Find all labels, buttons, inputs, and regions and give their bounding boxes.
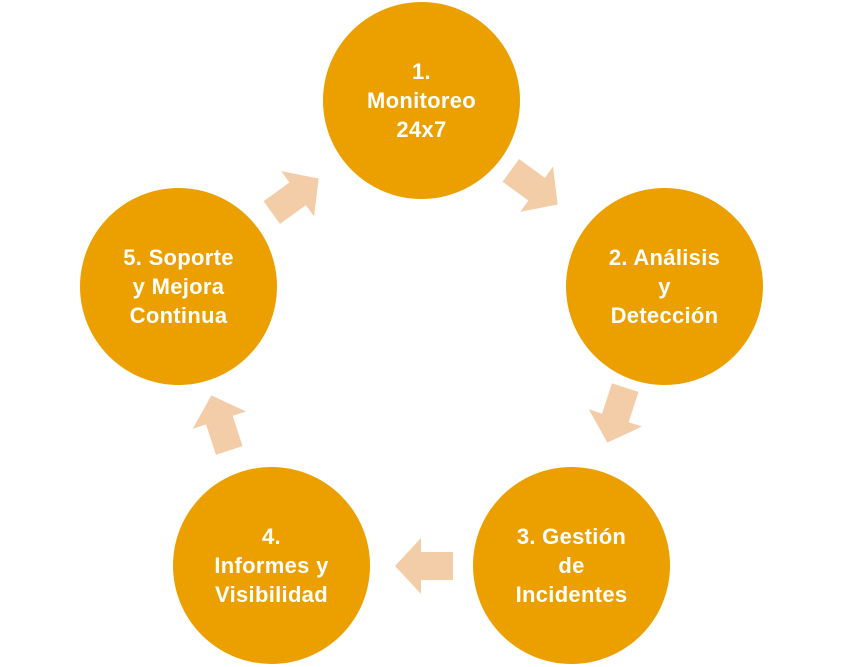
arrow-2-to-3-icon	[588, 383, 643, 443]
node-label: 4. Informes y Visibilidad	[214, 524, 329, 607]
node-soporte: 5. Soporte y Mejora Continua	[80, 188, 277, 385]
node-label: 2. Análisis y Detección	[608, 245, 721, 328]
node-label: 1. Monitoreo 24x7	[366, 59, 476, 142]
node-label: 3. Gestión de Incidentes	[515, 524, 628, 607]
arrow-5-to-1-icon	[263, 171, 319, 224]
node-monitoreo: 1. Monitoreo 24x7	[323, 2, 520, 199]
arrow-1-to-2-icon	[502, 159, 558, 212]
node-analisis: 2. Análisis y Detección	[566, 188, 763, 385]
node-label: 5. Soporte y Mejora Continua	[123, 245, 234, 328]
arrow-4-to-5-icon	[192, 395, 247, 455]
node-informes: 4. Informes y Visibilidad	[173, 467, 370, 664]
node-gestion-incidentes: 3. Gestión de Incidentes	[473, 467, 670, 664]
arrow-3-to-4-icon	[395, 538, 453, 594]
